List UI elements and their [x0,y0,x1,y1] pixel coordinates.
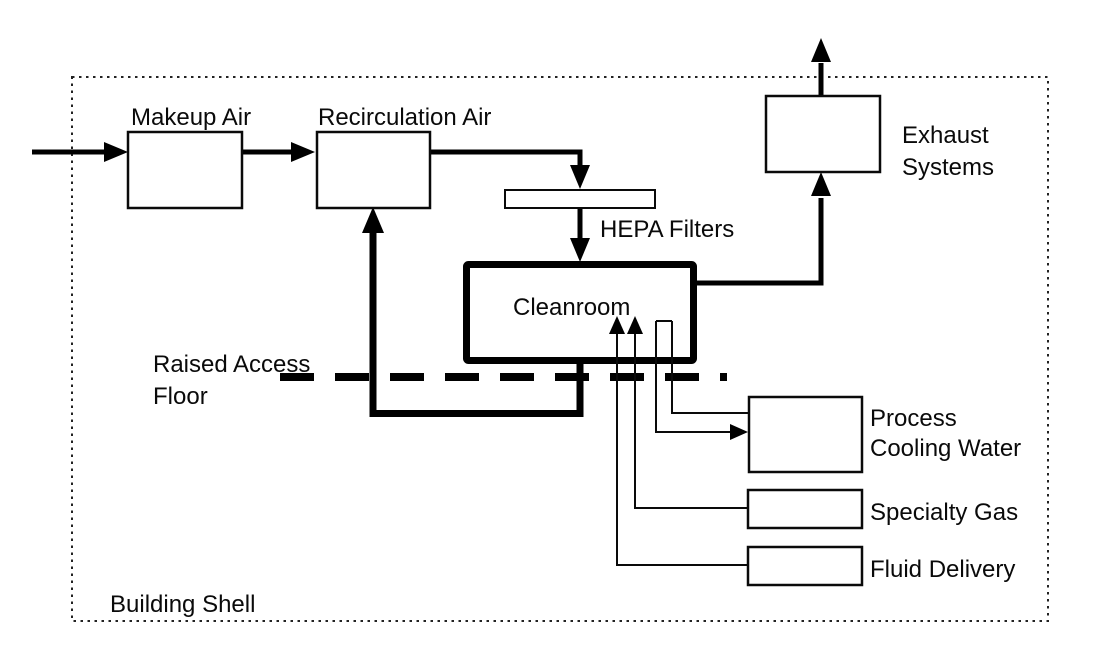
return-air-duct [369,232,584,417]
exhaust-systems-box [764,94,882,174]
raised-floor-label-line2: Floor [153,383,208,410]
cooling-water-supply-line [655,321,732,433]
exhaust-systems-label-line2: Systems [902,154,994,181]
specialty-gas-line [634,331,748,509]
fluid-delivery-label: Fluid Delivery [870,556,1015,583]
exhaust-systems-label-line1: Exhaust [902,122,989,149]
makeup-air-label: Makeup Air [131,104,251,131]
hepa-to-cleanroom-arrowhead [570,238,590,262]
specialty-gas-arrowhead [627,316,643,334]
makeup-air-box [126,130,244,210]
cleanroom-box [463,261,697,364]
fluid-delivery-arrowhead [609,316,625,334]
cooling-water-return-line [671,321,749,414]
recirculation-to-hepa-arrowhead [570,165,590,189]
process-cooling-water-label-line2: Cooling Water [870,435,1021,462]
cooling-water-supply-arrowhead [730,424,748,440]
building-shell-boundary [71,76,1049,622]
raised-floor-label-line1: Raised Access [153,351,310,378]
fluid-delivery-box [746,545,864,587]
recirculation-air-label: Recirculation Air [318,104,491,131]
outside-air-arrowhead [104,142,128,162]
process-cooling-water-label-line1: Process [870,405,957,432]
recirculation-to-hepa-duct [430,149,583,167]
return-air-arrowhead [362,207,384,233]
fluid-delivery-line [616,331,748,566]
cleanroom-to-exhaust-arrowhead [811,172,831,196]
specialty-gas-box [746,488,864,530]
makeup-to-recirculation-arrowhead [291,142,315,162]
cleanroom-to-exhaust-duct [694,198,824,286]
cleanroom-label: Cleanroom [513,294,630,321]
specialty-gas-label: Specialty Gas [870,499,1018,526]
process-cooling-water-box [747,395,864,474]
recirculation-air-box [315,130,432,210]
hepa-filter-box [504,189,656,209]
building-shell-label: Building Shell [110,591,255,618]
hepa-filters-label: HEPA Filters [600,216,734,243]
exhaust-outlet-arrowhead [811,38,831,62]
